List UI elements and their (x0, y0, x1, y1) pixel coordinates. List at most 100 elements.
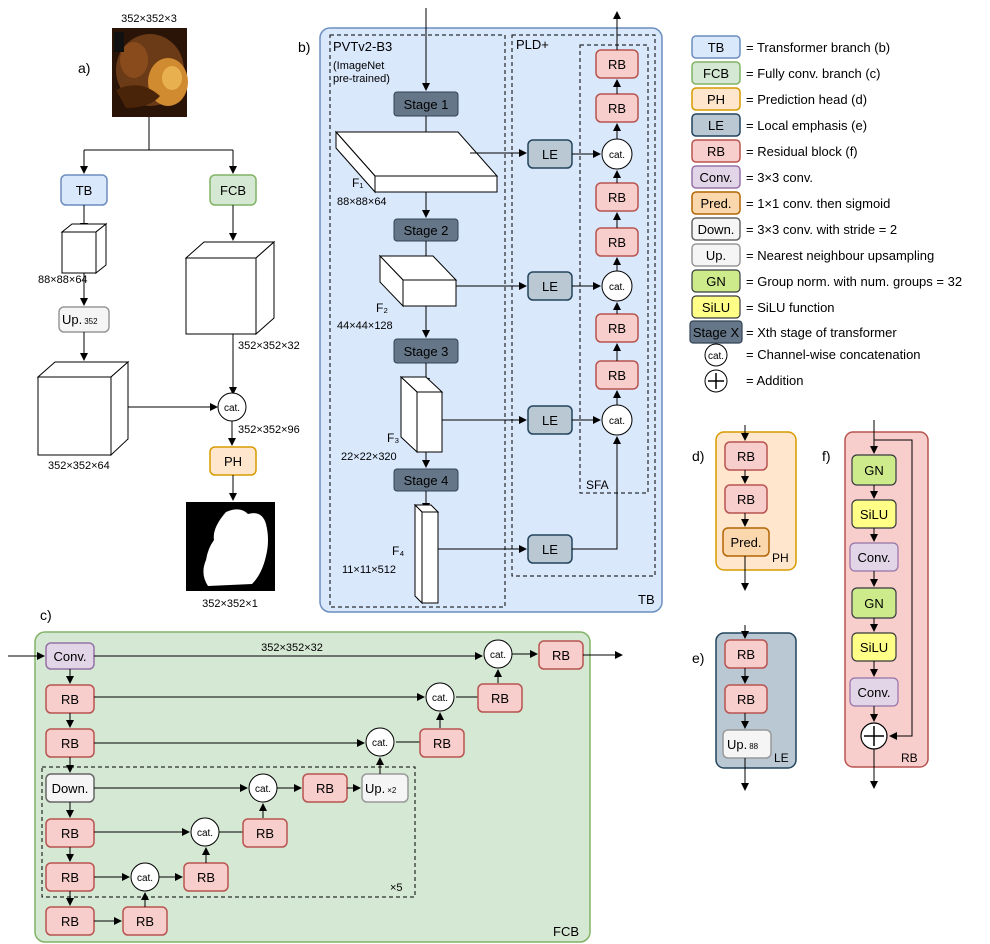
feature-f3-block (399, 375, 444, 454)
le-node-3: LE (527, 405, 573, 435)
sfa-cat-2: cat. (601, 270, 633, 302)
sfa-rb-3: RB (595, 182, 639, 212)
svg-text:cat.: cat. (372, 738, 388, 749)
fcb-cat-6: cat. (130, 862, 160, 892)
pld-dashed-box (511, 34, 656, 577)
ph-rb-1: RB (724, 441, 768, 471)
svg-text:PH: PH (224, 454, 242, 469)
upsampled-cube (36, 360, 130, 457)
svg-text:Stage 4: Stage 4 (404, 473, 449, 488)
svg-text:= 3×3 conv. with stride = 2: = 3×3 conv. with stride = 2 (746, 222, 897, 237)
svg-text:RB: RB (608, 235, 626, 250)
segmentation-mask-output (186, 502, 275, 591)
svg-text:= Channel-wise concatenation: = Channel-wise concatenation (746, 347, 921, 362)
svg-text:Stage 3: Stage 3 (404, 344, 449, 359)
fcb-rb-5: RB (45, 906, 95, 936)
svg-text:Pred.: Pred. (700, 196, 731, 211)
legend-item-cat: cat. = Channel-wise concatenation (704, 343, 921, 367)
fcb-cat-top: cat. (483, 639, 513, 669)
svg-text:Stage X: Stage X (693, 325, 740, 340)
rb-conv-2: Conv. (849, 677, 899, 707)
le-tag: LE (774, 751, 789, 765)
cat-node-a: cat. (217, 392, 247, 422)
svg-text:LE: LE (542, 413, 558, 428)
svg-text:cat.: cat. (432, 693, 448, 704)
svg-text:Conv.: Conv. (858, 685, 891, 700)
feature-f1-slab (334, 130, 499, 194)
svg-text:Stage 1: Stage 1 (404, 97, 449, 112)
legend-item-fcb: FCB = Fully conv. branch (c) (691, 61, 881, 85)
svg-text:Up.: Up. (706, 248, 726, 263)
svg-text:Down.: Down. (52, 781, 89, 796)
legend-item-le: LE = Local emphasis (e) (691, 113, 867, 137)
panel-label-d: d) (692, 448, 704, 464)
sfa-rb-1: RB (595, 49, 639, 79)
fcb-down-node: Down. (45, 773, 95, 803)
svg-text:RB: RB (608, 321, 626, 336)
svg-text:Conv.: Conv. (858, 550, 891, 565)
sfa-rb-4: RB (595, 227, 639, 257)
ph-rb-2: RB (724, 484, 768, 514)
feature-f2-label: F₂ (376, 301, 388, 315)
upsampled-dim-label: 352×352×64 (48, 460, 110, 472)
sfa-dashed-box (579, 44, 649, 494)
svg-text:= Prediction head (d): = Prediction head (d) (746, 92, 867, 107)
fcb-conv-node: Conv. (45, 642, 95, 670)
legend-item-addition: = Addition (704, 369, 803, 393)
svg-text:= Group norm. with num. groups: = Group norm. with num. groups = 32 (746, 274, 962, 289)
svg-text:= Residual block (f): = Residual block (f) (746, 144, 858, 159)
svg-text:RB: RB (61, 736, 79, 751)
le-node-1: LE (527, 139, 573, 169)
feature-f4-dim: 11×11×512 (342, 564, 396, 576)
svg-text:RB: RB (707, 144, 725, 159)
fcb-tag: FCB (553, 924, 579, 939)
svg-text:RB: RB (197, 870, 215, 885)
svg-text:RB: RB (136, 914, 154, 929)
sfa-cat-3: cat. (601, 404, 633, 436)
repeat-dashed-box (41, 766, 416, 898)
svg-text:RB: RB (491, 691, 509, 706)
feature-f3-label: F₃ (387, 431, 399, 445)
legend-item-down: Down. = 3×3 conv. with stride = 2 (691, 217, 897, 241)
encoder-dashed-box (329, 34, 506, 608)
rb-addition-node (860, 722, 888, 750)
svg-text:= 1×1 conv. then sigmoid: = 1×1 conv. then sigmoid (746, 196, 890, 211)
panel-label-f: f) (822, 448, 831, 464)
tb-tag: TB (638, 592, 655, 607)
svg-text:RB: RB (737, 692, 755, 707)
svg-text:FCB: FCB (220, 183, 246, 198)
svg-text:PH: PH (707, 92, 725, 107)
svg-text:TB: TB (76, 183, 93, 198)
fcb-rb-up-2: RB (477, 683, 523, 713)
fcb-output-cube (184, 240, 276, 336)
svg-text:RB: RB (61, 870, 79, 885)
legend-item-ph: PH = Prediction head (d) (691, 87, 867, 111)
panel-label-e: e) (692, 650, 704, 666)
input-dim-label: 352×352×3 (121, 13, 177, 25)
svg-text:RB: RB (608, 368, 626, 383)
le-node-4: LE (527, 534, 573, 564)
svg-text:Conv.: Conv. (700, 170, 733, 185)
svg-text:cat.: cat. (708, 351, 724, 362)
svg-text:= Local emphasis (e): = Local emphasis (e) (746, 118, 867, 133)
svg-text:RB: RB (737, 492, 755, 507)
tb-node: TB (60, 174, 108, 206)
svg-text:= Addition: = Addition (746, 373, 803, 388)
svg-text:SiLU: SiLU (702, 300, 730, 315)
legend-item-tb: TB = Transformer branch (b) (691, 35, 890, 59)
ph-pred-node: Pred. (722, 527, 770, 557)
fcb-rb-bottom: RB (122, 906, 168, 936)
le-node-2: LE (527, 271, 573, 301)
fcb-rb-4: RB (45, 862, 95, 892)
feature-f1-label: F₁ (352, 176, 363, 190)
legend-item-gn: GN = Group norm. with num. groups = 32 (691, 269, 962, 293)
svg-text:RB: RB (61, 826, 79, 841)
feature-f2-dim: 44×44×128 (337, 320, 393, 332)
fcb-output-dim-label: 352×352×32 (238, 340, 300, 352)
rb-gn-2: GN (851, 587, 897, 619)
svg-text:RB: RB (61, 914, 79, 929)
ph-tag: PH (772, 551, 789, 565)
sfa-cat-1: cat. (601, 138, 633, 170)
repeat-label: ×5 (390, 882, 403, 894)
